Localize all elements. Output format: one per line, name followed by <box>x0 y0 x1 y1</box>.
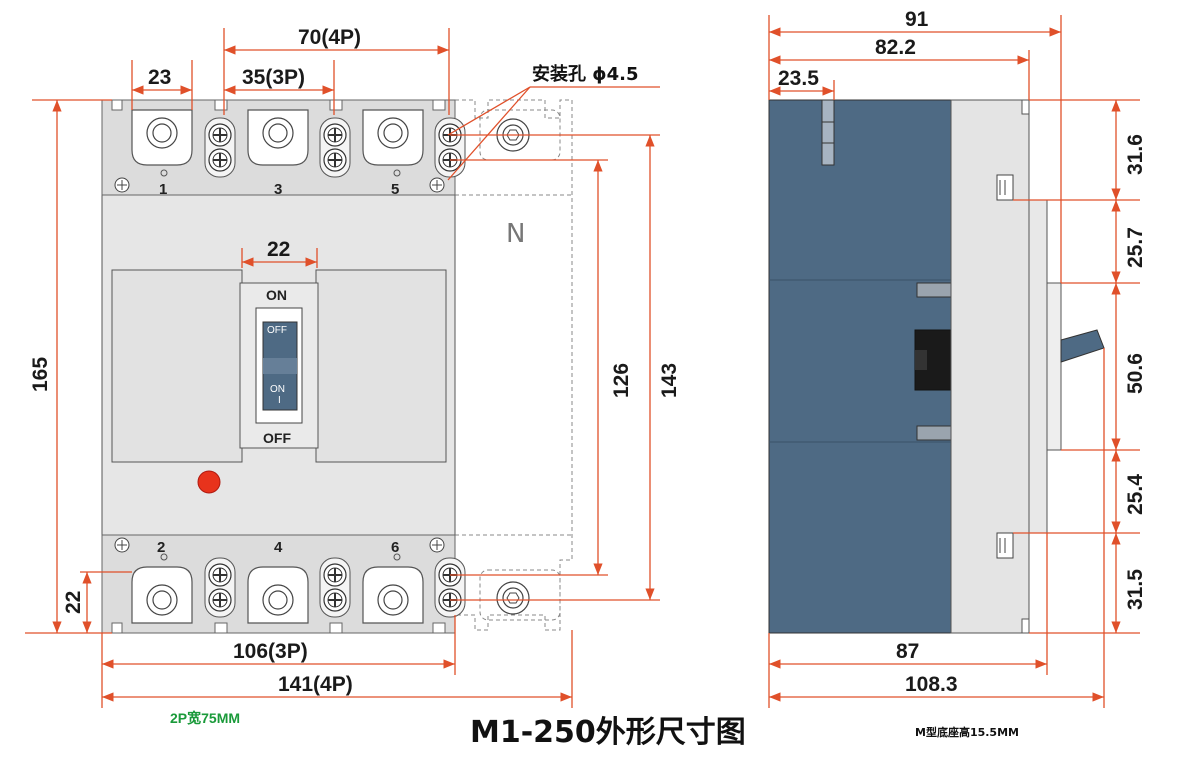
dim-25-7: 25.7 <box>1124 227 1147 268</box>
dim-91: 91 <box>905 8 929 31</box>
neutral-pole-outline <box>455 99 573 631</box>
dim-22-bottom: 22 <box>62 591 85 614</box>
dim-25-4: 25.4 <box>1124 474 1147 515</box>
dim-35-3p: 35(3P) <box>242 66 305 89</box>
side-cover-raised <box>1028 199 1048 534</box>
dim-141-4p: 141(4P) <box>278 673 353 696</box>
terminal-label-2: 2 <box>157 539 165 556</box>
dim-143: 143 <box>658 363 681 398</box>
barrier-screw-pair <box>204 557 236 618</box>
side-dimensions: 91 82.2 23.5 87 108.3 31.6 25.7 50.6 25.… <box>768 8 1147 708</box>
switch-off-label: OFF <box>263 430 291 446</box>
side-handle-base <box>1046 282 1062 451</box>
dim-87: 87 <box>896 640 919 663</box>
terminal-label-4: 4 <box>274 539 283 556</box>
terminal-label-1: 1 <box>159 181 167 198</box>
terminal-label-3: 3 <box>274 181 282 198</box>
left-cover-panel <box>111 269 243 463</box>
barrier-screw-pair <box>434 557 466 618</box>
dim-126: 126 <box>610 363 633 398</box>
terminal-label-6: 6 <box>391 539 399 556</box>
dim-70-4p: 70(4P) <box>298 26 361 49</box>
dim-108-3: 108.3 <box>905 673 958 696</box>
terminal-label-5: 5 <box>391 181 399 198</box>
terminal-screws-bottom <box>146 584 409 616</box>
dim-50-6: 50.6 <box>1124 353 1147 394</box>
dim-31-6: 31.6 <box>1124 134 1147 175</box>
handle-on-text: ON <box>270 384 285 395</box>
dim-23: 23 <box>148 66 171 89</box>
barrier-screw-pair <box>319 117 351 178</box>
neutral-label: N <box>506 219 525 249</box>
switch-on-label: ON <box>266 287 287 303</box>
corner-screws <box>114 177 445 553</box>
note-base-height: M型底座高15.5MM <box>915 725 1019 739</box>
front-dimensions: 70(4P) 35(3P) 23 安装孔 ϕ4.5 22 165 22 126 <box>25 26 681 708</box>
phase-barrier-screws <box>204 117 466 618</box>
dim-106-3p: 106(3P) <box>233 640 308 663</box>
note-2p-width: 2P宽75MM <box>170 710 240 726</box>
side-handle[interactable] <box>1060 329 1105 363</box>
terminal-screws-top <box>146 117 409 149</box>
mounting-hole-label: 安装孔 ϕ4.5 <box>532 63 639 85</box>
side-cover <box>950 99 1030 634</box>
dim-82-2: 82.2 <box>875 36 916 59</box>
drawing-title: M1-250外形尺寸图 <box>470 715 746 750</box>
barrier-screw-pair <box>204 117 236 178</box>
dim-165: 165 <box>29 357 52 392</box>
barrier-screw-pair <box>319 557 351 618</box>
handle-off-text: OFF <box>267 325 287 336</box>
neutral-mounting-hole-bottom <box>496 581 530 615</box>
handle-i-text: I <box>278 395 281 406</box>
status-indicator <box>197 470 221 494</box>
dim-22-handle: 22 <box>267 238 290 261</box>
right-cover-panel <box>315 269 447 463</box>
side-view <box>768 99 1105 634</box>
dim-31-5: 31.5 <box>1124 569 1147 610</box>
dim-23-5: 23.5 <box>778 67 819 90</box>
barrier-screw-pair <box>434 117 466 178</box>
front-view: N <box>101 99 573 634</box>
